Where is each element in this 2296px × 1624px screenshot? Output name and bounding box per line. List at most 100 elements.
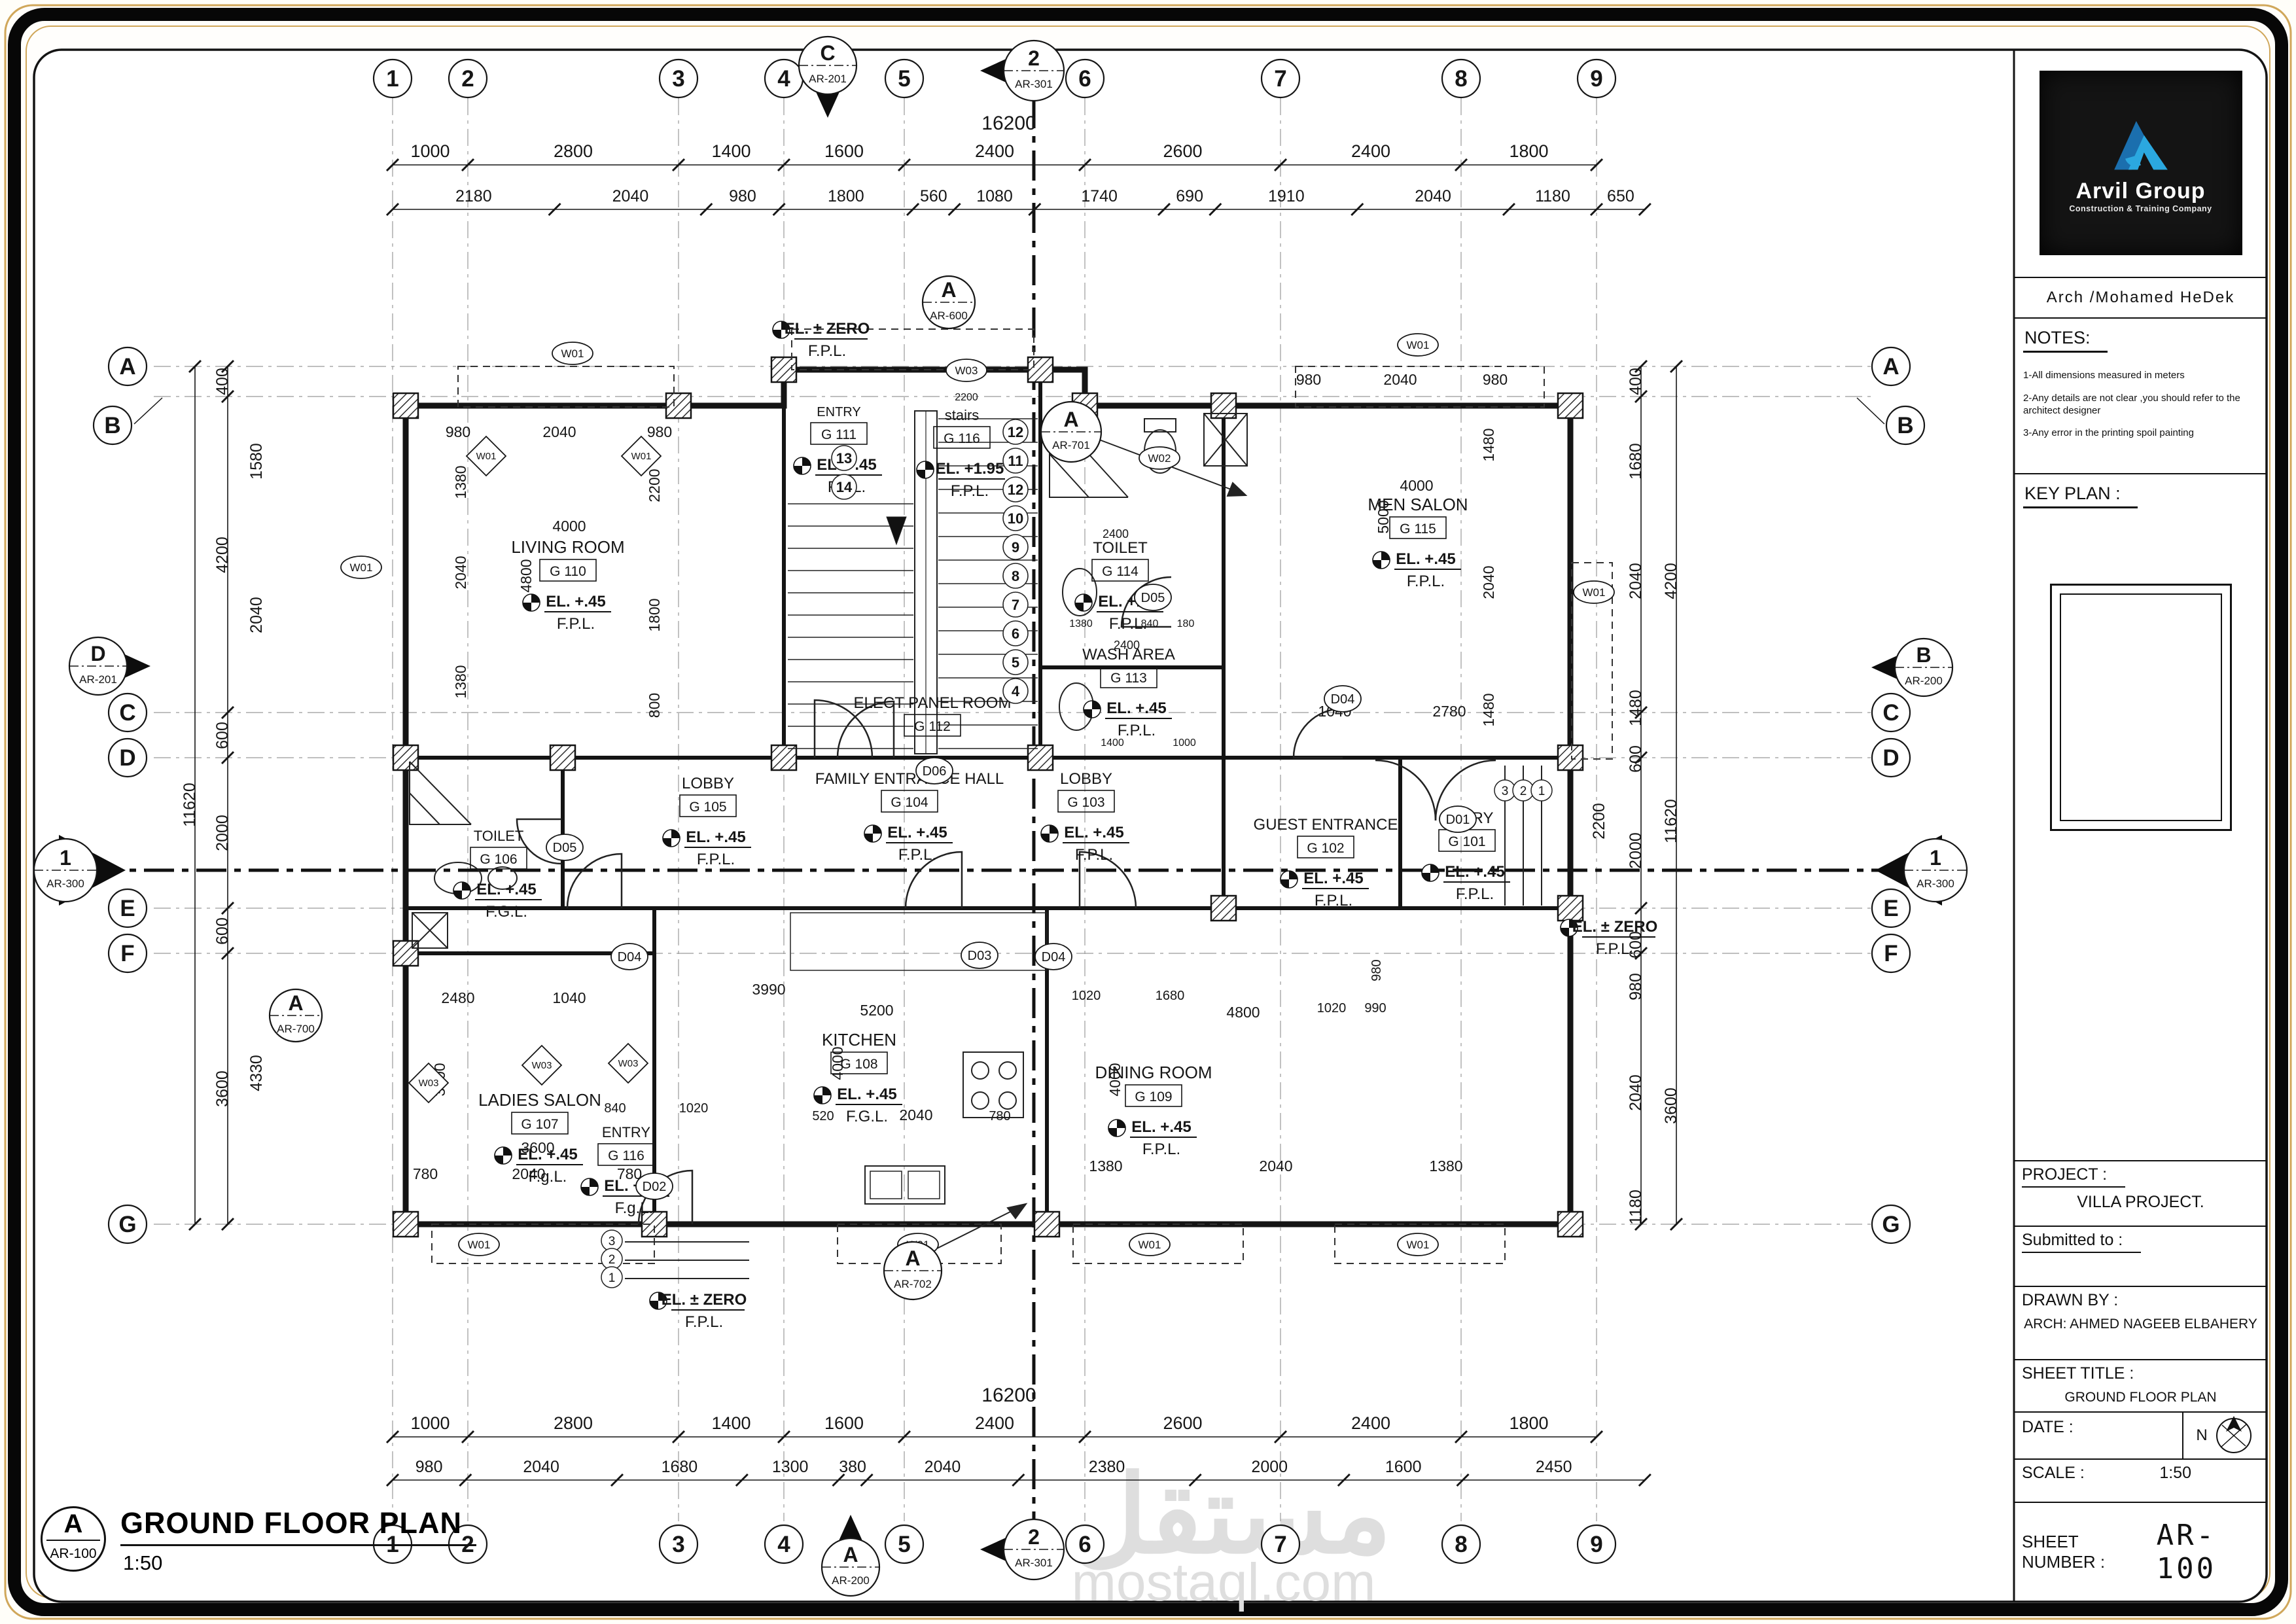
title-block: Arvil Group Construction & Training Comp… bbox=[2014, 49, 2267, 1602]
walls bbox=[402, 366, 1574, 1227]
window-bays bbox=[431, 328, 1613, 1264]
dim: 560 bbox=[920, 187, 947, 205]
window-tag bbox=[521, 1044, 563, 1086]
dim: 3600 bbox=[521, 1139, 554, 1156]
stair-num-label: 9 bbox=[1012, 539, 1019, 556]
dim: 2800 bbox=[554, 141, 593, 161]
grid-bubble-bottom-9 bbox=[1576, 1524, 1617, 1564]
stair-num bbox=[1002, 476, 1029, 503]
room-level: EL. +.45 bbox=[837, 1086, 896, 1103]
scale-section: SCALE : 1:50 bbox=[2014, 1460, 2267, 1503]
dim: 1380 bbox=[452, 465, 469, 499]
marker-top: A bbox=[288, 991, 303, 1015]
dim: 780 bbox=[413, 1165, 438, 1182]
project-value: VILLA PROJECT. bbox=[2077, 1193, 2204, 1211]
room-tag: G 109 bbox=[1135, 1089, 1172, 1104]
room-level: EL. +1.95 bbox=[936, 460, 1004, 478]
step-num-label: 2 bbox=[1520, 785, 1527, 798]
room-tag: G 113 bbox=[1110, 671, 1147, 686]
grid-bubble-top-7 bbox=[1260, 58, 1301, 99]
door-tag-label: D06 bbox=[923, 764, 947, 779]
stair-num-label: 5 bbox=[1012, 654, 1019, 671]
dim: 11620 bbox=[1662, 799, 1680, 843]
section-markers: CAR-2012AR-301AAR-600AAR-701DAR-2011AR-3… bbox=[33, 35, 1968, 1597]
room-tag: G 105 bbox=[689, 800, 726, 815]
room-tag-box bbox=[679, 794, 737, 817]
dim: 2040 bbox=[247, 597, 266, 633]
dim: 1800 bbox=[1509, 141, 1548, 161]
dim: 2000 bbox=[1627, 832, 1645, 869]
sheet-title-section: SHEET TITLE : GROUND FLOOR PLAN bbox=[2014, 1360, 2267, 1413]
dim: 1400 bbox=[711, 1413, 751, 1433]
dim: 1600 bbox=[824, 1413, 864, 1433]
column bbox=[392, 744, 419, 771]
door-tag-label: D05 bbox=[553, 841, 577, 855]
stair-num bbox=[1002, 534, 1029, 560]
dim: 1000 bbox=[410, 141, 450, 161]
sheet-title-label: SHEET TITLE : bbox=[2022, 1364, 2134, 1383]
dim: 780 bbox=[989, 1109, 1010, 1123]
window-tag bbox=[465, 435, 507, 477]
marker-top: A bbox=[843, 1543, 858, 1566]
room-tag: G 116 bbox=[944, 431, 980, 446]
room-datum: F.G.L. bbox=[486, 903, 527, 921]
room-datum: F.P.L. bbox=[697, 851, 735, 868]
grid-bubble-top-2-label: 2 bbox=[461, 66, 474, 92]
plan-title-letter: A bbox=[46, 1508, 100, 1541]
level: EL. ± ZERO bbox=[662, 1291, 747, 1309]
dim: 1380 bbox=[452, 665, 469, 698]
dim: 400 bbox=[1627, 368, 1645, 395]
window-tag-label: W01 bbox=[476, 451, 497, 462]
structural-columns bbox=[392, 356, 1584, 1238]
marker-top: B bbox=[1916, 643, 1931, 667]
grid-bubble-top-6 bbox=[1065, 58, 1105, 99]
sheet-frame bbox=[4, 4, 2292, 1620]
step-num-label: 2 bbox=[609, 1253, 616, 1267]
dim: 4200 bbox=[213, 537, 232, 573]
logo-mark-icon bbox=[2113, 120, 2168, 169]
door-tag bbox=[1034, 943, 1072, 970]
room-level: EL. +.45 bbox=[476, 881, 536, 898]
grid-bubble-bottom-8-label: 8 bbox=[1455, 1532, 1467, 1557]
window-tag-label: W03 bbox=[618, 1058, 639, 1069]
room-tag-box bbox=[511, 1112, 569, 1135]
grid-bubble-right-D bbox=[1871, 737, 1911, 778]
door-tag-label: D02 bbox=[643, 1180, 667, 1194]
dim: 600 bbox=[213, 722, 232, 749]
dim: 2040 bbox=[1627, 563, 1645, 599]
stair-num bbox=[831, 445, 857, 471]
door-tag-label: D04 bbox=[1042, 950, 1066, 964]
room-tag: G 115 bbox=[1400, 521, 1436, 537]
column bbox=[1557, 392, 1584, 419]
room-tag: G 116 bbox=[608, 1148, 645, 1163]
key-plan-heading: KEY PLAN : bbox=[2023, 482, 2138, 508]
dim: 1180 bbox=[1627, 1190, 1645, 1225]
dim: 1380 bbox=[1429, 1157, 1462, 1174]
column bbox=[1557, 744, 1584, 771]
marker-top: C bbox=[820, 41, 835, 65]
grid-bubble-left-A bbox=[107, 346, 148, 387]
dim: 520 bbox=[812, 1109, 834, 1123]
grid-bubble-right-A bbox=[1871, 346, 1911, 387]
svg-text:mostaql.com: mostaql.com bbox=[1072, 1553, 1376, 1612]
grid-bubble-left-C-label: C bbox=[119, 700, 135, 726]
window-tag-label: W01 bbox=[1407, 339, 1430, 351]
marker-arrow bbox=[838, 1515, 864, 1544]
marker-arrow bbox=[815, 89, 841, 118]
dim: 980 bbox=[729, 187, 756, 205]
grid-bubble-left-E bbox=[107, 888, 148, 928]
grid-bubble-bottom-4 bbox=[764, 1524, 804, 1564]
window-tag-label: W01 bbox=[631, 451, 652, 462]
room-tag-box bbox=[1100, 665, 1157, 688]
stair-num-label: 14 bbox=[836, 479, 853, 495]
column bbox=[1033, 1210, 1061, 1238]
room-tag: G 102 bbox=[1307, 841, 1344, 856]
dim: 2600 bbox=[1163, 1413, 1202, 1433]
grid-bubble-left-F bbox=[107, 933, 148, 974]
dim: 1480 bbox=[1480, 428, 1497, 461]
sheet-number-section: SHEET NUMBER : AR-100 bbox=[2014, 1503, 2267, 1601]
grid-bubble-top-8 bbox=[1441, 58, 1481, 99]
logo-tagline: Construction & Training Company bbox=[2069, 203, 2212, 213]
marker-top: 2 bbox=[1028, 46, 1040, 70]
